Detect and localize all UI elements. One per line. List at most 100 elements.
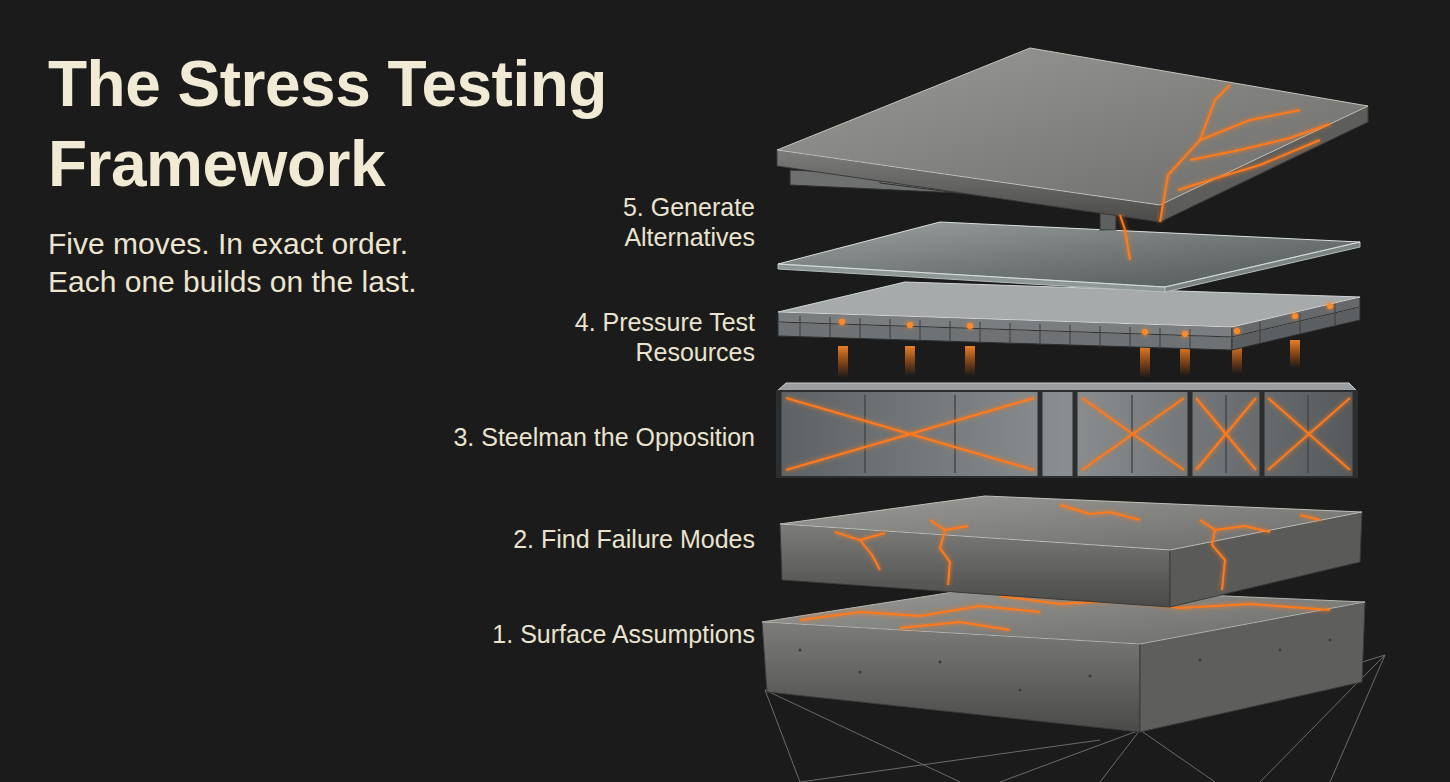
- wireframe-base-part: [1000, 730, 1140, 782]
- subtitle: Five moves. In exact order. Each one bui…: [48, 225, 448, 301]
- foundation-layer-part-part: [1019, 689, 1022, 692]
- foundation-layer-part-part: [939, 661, 942, 664]
- glow-supports-part: [1290, 340, 1300, 368]
- roof-layer-part-part: [1190, 124, 1330, 160]
- cracked-slab-layer-part-part: [835, 532, 880, 570]
- steel-frame-layer-part-part: [1082, 398, 1184, 470]
- glass-layer: [778, 222, 1360, 292]
- truss-panel-layer-part-part: [860, 318, 861, 339]
- steel-frame-layer-part-part: [954, 395, 956, 473]
- truss-panel-layer-part: [778, 282, 1360, 327]
- truss-panel-layer-part-part: [1100, 326, 1101, 347]
- cracked-slab-layer-part: [835, 505, 1320, 590]
- steel-frame-layer-part-part: [1268, 398, 1350, 470]
- cracked-slab-layer-part-part: [1060, 505, 1140, 520]
- truss-panel-layer-part-part: [907, 322, 913, 328]
- steel-frame-layer-part: [786, 398, 1350, 470]
- glow-supports-part: [905, 346, 915, 376]
- glow-supports-part: [1180, 346, 1190, 376]
- steel-frame-layer-part-part: [1196, 398, 1256, 470]
- truss-panel-layer-part-part: [980, 322, 981, 343]
- roof-layer-part: [1120, 85, 1330, 260]
- steel-frame-layer-part-part: [786, 398, 1034, 470]
- roof-layer-part-part: [1200, 85, 1230, 140]
- truss-panel-layer-part-part: [1040, 324, 1041, 345]
- glow-supports-part: [1140, 346, 1150, 378]
- wireframe-base-part: [800, 740, 1100, 782]
- steel-frame-layer-part-part: [777, 391, 782, 477]
- steel-frame-layer-part-part: [1073, 391, 1078, 477]
- truss-panel-layer-part-part: [950, 321, 951, 342]
- glass-layer-part: [778, 222, 1360, 287]
- steel-frame-layer-part-part: [1260, 391, 1265, 477]
- foundation-layer-part-part: [1329, 639, 1332, 642]
- truss-panel-layer: [778, 282, 1360, 350]
- layer-label: 2. Find Failure Modes: [513, 524, 755, 554]
- layer-label: 5. Generate Alternatives: [595, 192, 755, 252]
- truss-panel-layer-part-part: [967, 323, 973, 329]
- foundation-layer-part-part: [1199, 659, 1202, 662]
- steel-frame-layer-part-part: [786, 398, 1034, 470]
- truss-panel-layer-part-part: [1327, 303, 1333, 309]
- truss-panel-layer-part-part: [1142, 329, 1148, 335]
- steel-frame-layer-part: [777, 383, 1357, 391]
- truss-panel-layer-part: [800, 304, 1335, 350]
- roof-layer: [777, 48, 1368, 260]
- cracked-slab-layer-part-part: [1200, 520, 1225, 590]
- layer-label: 1. Surface Assumptions: [492, 619, 755, 649]
- cracked-slab-layer: [780, 496, 1362, 607]
- foundation-layer-part-part: [800, 606, 1040, 620]
- truss-panel-layer-part: [839, 303, 1333, 337]
- truss-panel-layer-part-part: [1070, 325, 1071, 346]
- foundation-layer-part-part: [859, 671, 862, 674]
- steel-frame-layer-part-part: [1268, 398, 1350, 470]
- truss-panel-layer-part-part: [1010, 323, 1011, 344]
- wireframe-base-part: [1140, 730, 1215, 782]
- diagram-title: The Stress Testing Framework: [48, 44, 648, 204]
- truss-panel-layer-part-part: [1335, 304, 1336, 325]
- roof-layer-part: [777, 48, 1368, 205]
- cracked-slab-layer-part: [780, 496, 1362, 550]
- roof-layer-part-part: [1160, 110, 1300, 222]
- roof-layer-part-part: [1178, 140, 1320, 190]
- steel-frame-layer-part: [865, 395, 1308, 473]
- glow-supports-part: [965, 346, 975, 376]
- cracked-slab-layer-part-part: [1300, 515, 1320, 520]
- cracked-slab-layer-part-part: [860, 533, 885, 540]
- truss-panel-layer-part-part: [1234, 328, 1240, 334]
- truss-panel-layer-part-part: [839, 319, 845, 325]
- steel-frame-layer-part-part: [1038, 391, 1043, 477]
- foundation-layer: [762, 586, 1365, 732]
- foundation-layer-part: [799, 639, 1332, 692]
- foundation-layer-part-part: [1279, 649, 1282, 652]
- truss-panel-layer-part-part: [1260, 322, 1261, 343]
- steel-frame-layer-part: [779, 391, 1355, 477]
- layer-label: 4. Pressure Test Resources: [555, 307, 755, 367]
- truss-panel-layer-part-part: [800, 316, 801, 337]
- truss-panel-layer-part-part: [890, 319, 891, 340]
- wireframe-base-part: [1360, 655, 1385, 680]
- truss-panel-layer-part-part: [1160, 328, 1161, 349]
- foundation-layer-part-part: [1089, 675, 1092, 678]
- foundation-layer-part-part: [900, 622, 1010, 630]
- steel-frame-layer-part-part: [1353, 391, 1358, 477]
- steel-frame-layer-part: [777, 391, 1357, 477]
- steel-frame-layer-part-part: [1188, 391, 1193, 477]
- steel-frame-layer-part-part: [1082, 398, 1184, 470]
- steel-frame-layer-part-part: [864, 395, 866, 473]
- foundation-layer-part-part: [799, 649, 802, 652]
- cracked-slab-layer-part-part: [945, 526, 968, 530]
- truss-panel-layer-part-part: [1292, 313, 1298, 319]
- truss-panel-layer-part-part: [1300, 313, 1301, 334]
- foundation-layer-part: [800, 596, 1330, 630]
- truss-panel-layer-part-part: [1182, 331, 1188, 337]
- layer-label: 3. Steelman the Opposition: [453, 422, 755, 452]
- steel-frame-layer-part-part: [1196, 398, 1256, 470]
- roof-layer-part-part: [1120, 215, 1130, 260]
- truss-panel-layer-part-part: [1190, 329, 1191, 350]
- truss-panel-layer-part-part: [830, 317, 831, 338]
- cracked-slab-layer-part-part: [1215, 526, 1270, 532]
- glow-supports-part: [838, 346, 848, 378]
- steel-frame-layer: [777, 383, 1357, 477]
